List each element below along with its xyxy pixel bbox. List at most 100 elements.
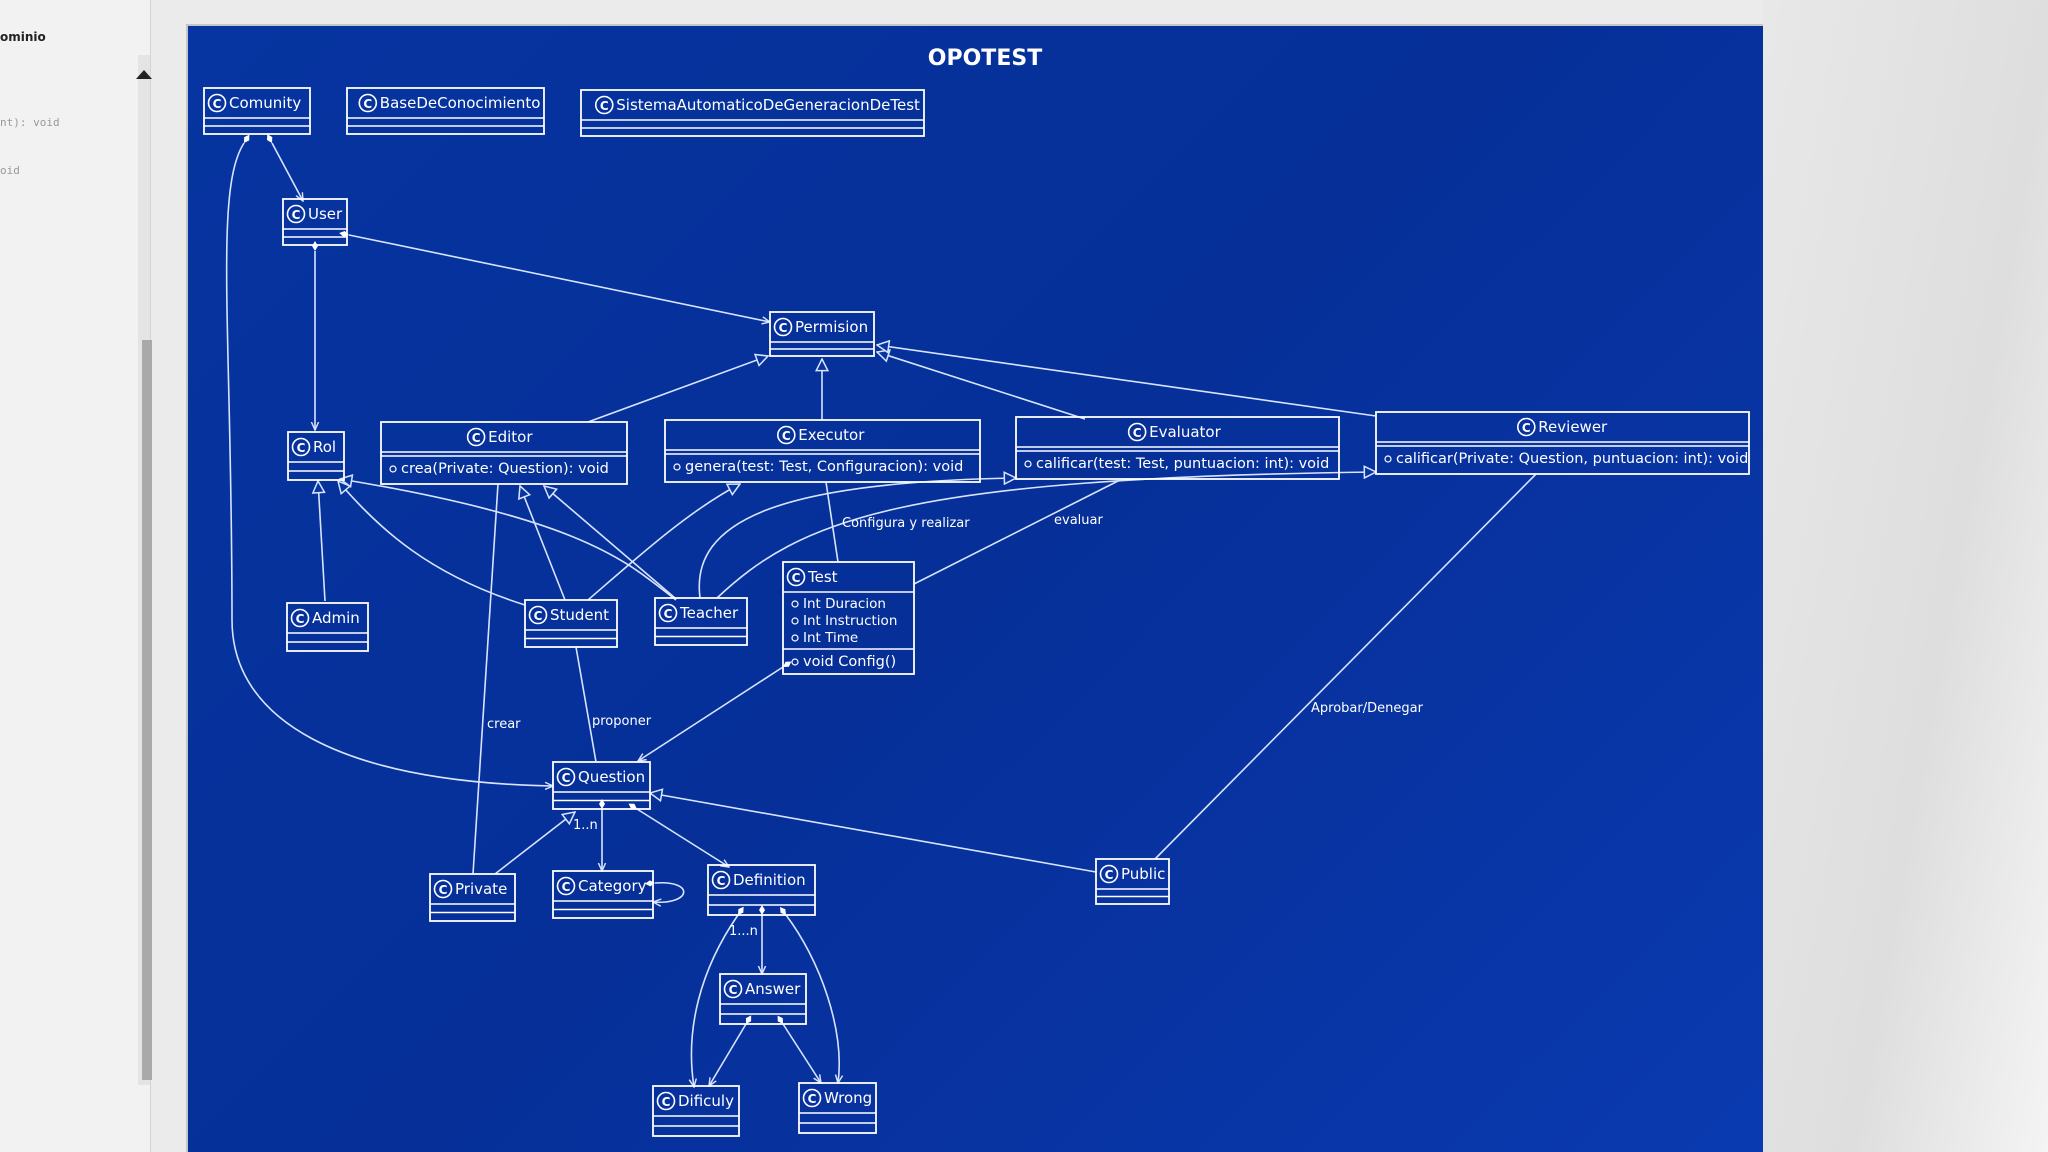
svg-text:C: C xyxy=(782,429,791,443)
edge-test-question-composition xyxy=(638,667,783,761)
class-stereotype-icon: C xyxy=(656,1091,676,1111)
class-stereotype-icon: C xyxy=(786,567,806,587)
class-name: Evaluator xyxy=(1149,423,1221,441)
relation-label-1-n: 1..n xyxy=(573,818,598,833)
class-stereotype-icon: C xyxy=(433,879,453,899)
scrollbar-thumb[interactable] xyxy=(142,340,152,1080)
edge-student-question-association xyxy=(575,646,597,763)
class-name: Test xyxy=(807,568,838,586)
svg-text:C: C xyxy=(439,883,448,897)
class-name: Editor xyxy=(488,428,533,446)
relation-label-aprobar-denegar: Aprobar/Denegar xyxy=(1311,701,1424,716)
svg-text:C: C xyxy=(717,874,726,888)
class-name: Admin xyxy=(312,609,360,627)
code-line-1: nt): void xyxy=(0,116,60,129)
edge-executor-test-association xyxy=(825,481,839,563)
class-question[interactable]: C Question xyxy=(552,761,651,810)
relation-label-1-n: 1...n xyxy=(729,924,758,939)
class-name: User xyxy=(308,205,343,223)
class-attribute: Int Time xyxy=(803,630,858,646)
svg-text:C: C xyxy=(562,771,571,785)
edge-comunity-question-composition xyxy=(225,143,553,786)
svg-text:C: C xyxy=(664,607,673,621)
diagram-title: OPOTEST xyxy=(928,46,1042,71)
class-stereotype-icon: C xyxy=(711,870,731,890)
class-name: Public xyxy=(1121,865,1165,883)
svg-text:C: C xyxy=(292,208,301,222)
class-stereotype-icon: C xyxy=(776,425,796,445)
svg-text:C: C xyxy=(600,99,609,113)
class-name: Permision xyxy=(795,318,868,336)
class-evaluator[interactable]: C Evaluator calificar(test: Test, puntuaci… xyxy=(1015,416,1340,480)
relation-label-configura-y-realizar: Configura y realizar xyxy=(842,516,970,531)
class-method: crea(Private: Question): void xyxy=(401,461,609,477)
class-stereotype-icon: C xyxy=(358,93,378,113)
class-name: Category xyxy=(578,877,647,895)
class-teacher[interactable]: C Teacher xyxy=(654,597,748,646)
edge-private-question-generalization xyxy=(494,812,575,875)
edge-teacher-reviewer-generalization xyxy=(716,472,1376,599)
class-name: Question xyxy=(578,768,645,786)
relation-label-evaluar: evaluar xyxy=(1054,513,1103,528)
edge-teacher-rol-generalization xyxy=(340,479,677,601)
svg-text:C: C xyxy=(792,571,801,585)
edge-student-executor-generalization xyxy=(587,484,740,601)
class-name: Teacher xyxy=(679,604,739,622)
class-method: void Config() xyxy=(803,654,896,670)
class-name: Answer xyxy=(745,980,801,998)
svg-text:C: C xyxy=(779,321,788,335)
relation-edges xyxy=(225,143,1537,1087)
class-attribute: Int Duracion xyxy=(803,596,886,612)
class-name: Rol xyxy=(313,438,336,456)
class-method: calificar(test: Test, puntuacion: int): … xyxy=(1036,456,1329,472)
class-answer[interactable]: C Answer xyxy=(719,973,807,1025)
class-stereotype-icon: C xyxy=(773,317,793,337)
class-user[interactable]: C User xyxy=(282,198,348,246)
package-explorer-panel: ominio nt): void oid xyxy=(0,0,152,1152)
class-editor[interactable]: C Editor crea(Private: Question): void xyxy=(380,421,628,485)
class-stereotype-icon: C xyxy=(466,427,486,447)
class-attribute: Int Instruction xyxy=(803,613,897,629)
relation-label-proponer: proponer xyxy=(592,714,652,729)
edge-user-permision-composition xyxy=(349,235,770,322)
class-stereotype-icon: C xyxy=(658,603,678,623)
edge-category-category-composition xyxy=(653,883,685,903)
class-name: Reviewer xyxy=(1538,418,1608,436)
edge-reviewer-public-association xyxy=(1154,473,1537,860)
svg-text:C: C xyxy=(562,880,571,894)
class-definition[interactable]: C Definition xyxy=(707,864,816,916)
svg-text:C: C xyxy=(363,97,372,111)
class-name: Definition xyxy=(733,871,806,889)
class-method: genera(test: Test, Configuracion): void xyxy=(685,459,963,475)
edge-definition-dificuly-composition xyxy=(691,915,738,1087)
class-stereotype-icon: C xyxy=(290,608,310,628)
edge-answer-wrong-composition xyxy=(783,1024,821,1083)
class-stereotype-icon: C xyxy=(723,979,743,999)
class-stereotype-icon: C xyxy=(1127,422,1147,442)
edge-reviewer-permision-generalization xyxy=(877,345,1377,417)
edge-admin-rol-generalization xyxy=(318,481,326,602)
panel-title: ominio xyxy=(0,30,46,44)
svg-text:C: C xyxy=(729,983,738,997)
class-category[interactable]: C Category xyxy=(552,870,654,919)
svg-text:C: C xyxy=(1133,426,1142,440)
class-permision[interactable]: C Permision xyxy=(769,311,875,357)
class-stereotype-icon: C xyxy=(802,1088,822,1108)
class-stereotype-icon: C xyxy=(207,93,227,113)
scroll-up-arrow-icon[interactable] xyxy=(136,70,152,79)
background-glare xyxy=(1763,0,2048,1152)
svg-text:C: C xyxy=(472,431,481,445)
